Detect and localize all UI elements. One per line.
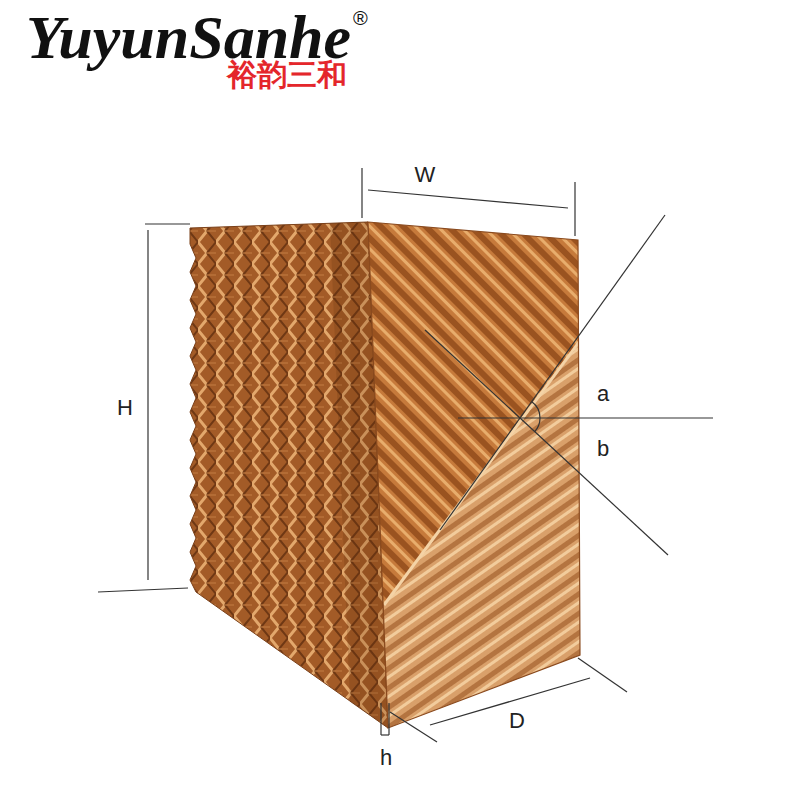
dimension-label: h xyxy=(380,747,392,769)
pad-side-outline xyxy=(368,222,580,728)
angle-label: a xyxy=(597,383,609,405)
registered-mark: ® xyxy=(353,8,368,28)
dimension-label: H xyxy=(117,397,133,419)
dimension-label: D xyxy=(509,710,525,732)
pad-side-face xyxy=(360,215,590,740)
brand-logo: YuyunSanhe xyxy=(26,6,351,68)
brand-chinese: 裕韵三和 xyxy=(227,60,347,90)
pad-front-face xyxy=(190,222,388,728)
dimension-lines xyxy=(98,168,713,742)
dimension-label: W xyxy=(415,164,436,186)
angle-label: b xyxy=(597,438,609,460)
